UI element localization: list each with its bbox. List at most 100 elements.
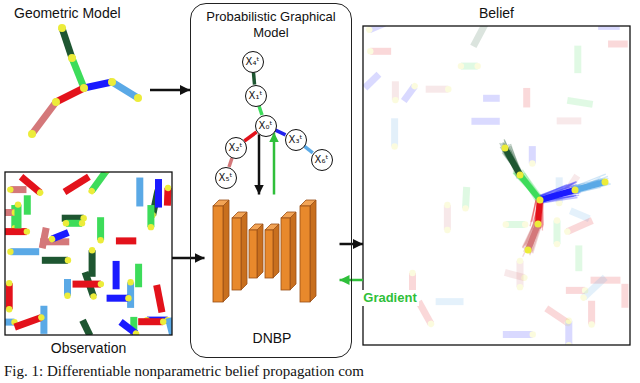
part-bar [15,205,22,229]
part-piece [7,248,39,255]
part-piece [426,86,452,93]
layer-slab [281,212,296,290]
part-bar [73,281,101,288]
joint [48,235,56,243]
slab-front [213,206,223,302]
joint [582,287,588,293]
variable-label: X₄ᵗ [246,56,260,68]
model-panel: Geometric Model [10,3,150,163]
flow-arrow [258,134,261,194]
slab-front [232,218,241,290]
part-bar [24,195,31,214]
part-piece [566,287,588,294]
part-piece [165,317,172,335]
joint [525,247,532,254]
joint [365,26,373,34]
network-layers [213,200,316,302]
slab-side [290,212,296,290]
belief-limb [575,182,605,190]
part-piece [136,178,143,207]
joint [554,241,560,247]
part-piece [574,46,581,74]
part-piece [529,146,536,167]
joint [36,188,45,197]
limb [32,102,56,134]
layer-slab [249,224,263,278]
edge-label-holder: Gradient [361,290,418,306]
part-piece [367,48,391,55]
part-bar [588,301,595,325]
graph-link [253,72,254,84]
part-bar [116,237,136,244]
part-piece [97,217,104,243]
part-bar [523,88,530,108]
part-bar [483,95,500,102]
joint [445,86,451,92]
part-piece [483,95,500,102]
part-piece [565,317,572,345]
part-piece [118,319,140,335]
joint [444,227,450,233]
joint [537,197,544,204]
part-piece [87,172,112,196]
part-piece [63,174,91,195]
slab-top [281,212,296,218]
joint [132,329,141,335]
layer-slab [213,200,229,302]
part-bar [6,283,13,309]
limb [72,58,84,88]
part-piece [64,279,71,299]
part-piece [127,279,134,308]
geometric-figure [32,28,138,134]
joint [125,295,131,301]
joint [517,172,524,179]
part-bar [63,174,91,195]
joint [98,281,104,287]
variable-node: X₀ᵗ [255,115,277,137]
part-piece [7,186,26,193]
part-bar [39,227,50,249]
limb [56,88,84,102]
slab-side [257,224,263,278]
part-bar [10,248,39,255]
part-piece [164,185,172,206]
part-bar [565,321,572,345]
joint [65,257,71,263]
part-bar [471,118,499,125]
part-piece [575,245,582,271]
joint [97,237,103,243]
part-bar [89,250,96,277]
part-bar [621,284,628,308]
part-piece [135,264,142,288]
belief-limb [540,190,575,200]
part-piece [401,81,419,103]
part-bar [444,205,451,230]
variable-label: X₁ᵗ [249,90,263,102]
belief-limb [528,224,538,250]
part-bar [79,319,93,335]
variable-label: X₃ᵗ [289,134,303,146]
joint [503,221,509,227]
part-piece [39,227,50,249]
part-piece [363,72,381,91]
variable-node: X₃ᵗ [285,129,307,151]
joint [520,274,528,282]
joint [602,179,609,186]
variable-node: X₄ᵗ [242,51,264,73]
part-piece [563,217,594,236]
part-piece [436,298,464,305]
joint [392,97,398,103]
slab-side [223,200,229,302]
joint [7,249,13,255]
variable-label: X₅ᵗ [219,172,233,184]
joint [165,185,172,192]
slab-top [249,224,263,230]
joint [572,187,579,194]
joint [444,202,450,208]
graph-link [304,146,313,153]
part-piece [621,284,628,308]
slab-side [241,212,247,290]
joint [409,270,415,276]
variable-label: X₀ᵗ [259,120,273,132]
part-piece [153,284,165,313]
